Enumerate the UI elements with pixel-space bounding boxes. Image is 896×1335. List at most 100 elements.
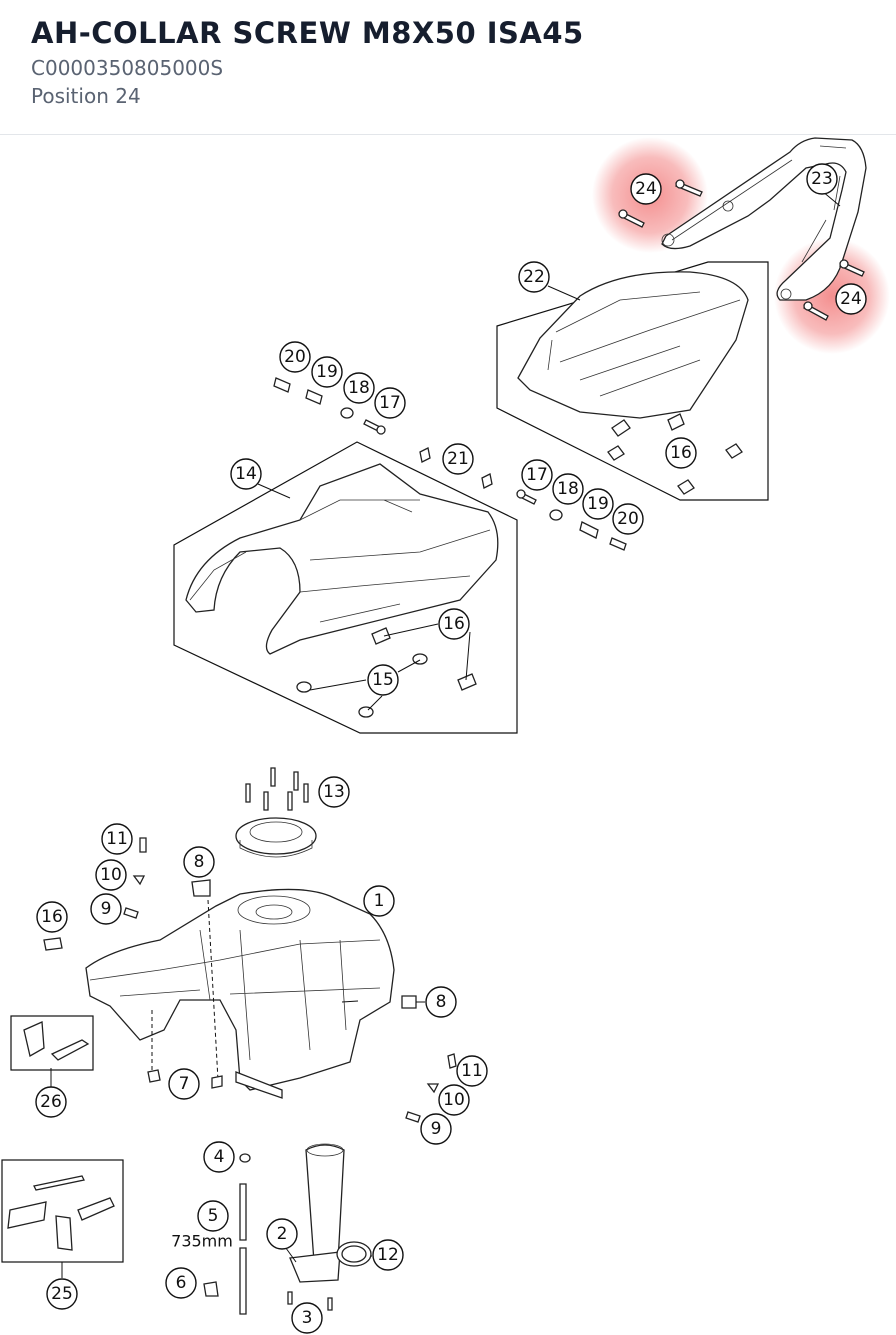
svg-text:26: 26 [40, 1092, 62, 1112]
svg-text:15: 15 [372, 670, 394, 690]
svg-text:17: 17 [526, 465, 548, 485]
callout-20a[interactable]: 20 [279, 341, 311, 373]
front-seat-frame [173, 441, 518, 734]
callout-11a[interactable]: 11 [101, 823, 133, 855]
collar-screw-group-left[interactable] [618, 179, 703, 228]
callout-26[interactable]: 26 [35, 1086, 67, 1118]
svg-text:7: 7 [179, 1074, 190, 1094]
svg-text:1: 1 [374, 891, 385, 911]
part-title: AH-COLLAR SCREW M8X50 ISA45 [31, 16, 584, 50]
svg-text:16: 16 [670, 443, 692, 463]
callout-4[interactable]: 4 [203, 1141, 235, 1173]
callout-16a[interactable]: 16 [665, 437, 697, 469]
callout-17b[interactable]: 17 [521, 459, 553, 491]
callout-23[interactable]: 23 [806, 163, 838, 195]
hose-clamp-4 [239, 1153, 251, 1163]
small-parts-left [43, 837, 211, 951]
svg-text:12: 12 [377, 1245, 399, 1265]
fuel-hose [239, 1183, 247, 1315]
callout-22[interactable]: 22 [518, 261, 550, 293]
seat-clips-rear [607, 443, 743, 495]
filler-cap[interactable] [235, 817, 317, 858]
svg-text:19: 19 [587, 494, 609, 514]
callout-5[interactable]: 5 [197, 1200, 229, 1232]
svg-text:10: 10 [100, 865, 122, 885]
callout-8a[interactable]: 8 [183, 846, 215, 878]
svg-text:9: 9 [101, 899, 112, 919]
svg-text:4: 4 [214, 1147, 225, 1167]
front-seat[interactable] [185, 447, 499, 691]
callout-9b[interactable]: 9 [420, 1113, 452, 1145]
seal-ring [336, 1241, 372, 1267]
callout-3[interactable]: 3 [291, 1302, 323, 1334]
callout-8b[interactable]: 8 [425, 986, 457, 1018]
svg-text:3: 3 [302, 1308, 313, 1328]
callout-16c[interactable]: 16 [36, 901, 68, 933]
callout-15[interactable]: 15 [367, 664, 399, 696]
callout-14[interactable]: 14 [230, 458, 262, 490]
callout-21[interactable]: 21 [442, 443, 474, 475]
part-header: AH-COLLAR SCREW M8X50 ISA45 C00003508050… [0, 0, 896, 135]
connector-6 [203, 1281, 219, 1297]
callout-6[interactable]: 6 [165, 1267, 197, 1299]
svg-text:20: 20 [284, 347, 306, 367]
pump-screws [287, 1291, 333, 1311]
svg-text:20: 20 [617, 509, 639, 529]
part-number: C0000350805000S [31, 56, 224, 80]
fuel-pump[interactable] [289, 1143, 345, 1283]
svg-text:9: 9 [431, 1119, 442, 1139]
grab-handle[interactable] [661, 137, 867, 301]
callout-19a[interactable]: 19 [311, 356, 343, 388]
callout-16b[interactable]: 16 [438, 608, 470, 640]
seat-buffers [296, 653, 428, 718]
svg-text:10: 10 [443, 1090, 465, 1110]
callout-24a[interactable]: 24 [630, 173, 662, 205]
svg-text:8: 8 [194, 852, 205, 872]
small-parts-right [405, 1053, 457, 1123]
svg-text:21: 21 [447, 449, 469, 469]
callout-17a[interactable]: 17 [374, 387, 406, 419]
callout-12[interactable]: 12 [372, 1239, 404, 1271]
callout-1[interactable]: 1 [363, 885, 395, 917]
svg-text:14: 14 [235, 464, 257, 484]
svg-text:25: 25 [51, 1284, 73, 1304]
callout-2[interactable]: 2 [266, 1218, 298, 1250]
dimension-note: 735mm [171, 1232, 233, 1251]
callout-11b[interactable]: 11 [456, 1055, 488, 1087]
clip-7b [211, 1075, 223, 1089]
bushing-set-mid [516, 489, 627, 551]
callout-10b[interactable]: 10 [438, 1084, 470, 1116]
callout-20b[interactable]: 20 [612, 503, 644, 535]
rear-seat-frame [496, 261, 769, 501]
svg-text:5: 5 [208, 1206, 219, 1226]
callout-10a[interactable]: 10 [95, 859, 127, 891]
callout-7[interactable]: 7 [168, 1068, 200, 1100]
collar-screw-group-right[interactable] [803, 259, 865, 321]
callout-13[interactable]: 13 [318, 776, 350, 808]
fuel-tank[interactable] [85, 888, 417, 1099]
svg-text:24: 24 [840, 289, 862, 309]
callout-24b[interactable]: 24 [835, 283, 867, 315]
callout-18a[interactable]: 18 [343, 372, 375, 404]
sticker-kit-25 [1, 1159, 124, 1263]
svg-text:11: 11 [461, 1061, 483, 1081]
leader-lines [50, 190, 841, 1278]
svg-text:24: 24 [635, 179, 657, 199]
rear-seat[interactable] [517, 271, 749, 437]
clip-7 [147, 1069, 161, 1083]
svg-text:22: 22 [523, 267, 545, 287]
part-position: Position 24 [31, 84, 141, 108]
callout-19b[interactable]: 19 [582, 488, 614, 520]
svg-text:18: 18 [348, 378, 370, 398]
svg-text:18: 18 [557, 479, 579, 499]
callout-25[interactable]: 25 [46, 1278, 78, 1310]
svg-text:17: 17 [379, 393, 401, 413]
svg-text:11: 11 [106, 829, 128, 849]
svg-text:13: 13 [323, 782, 345, 802]
callout-18b[interactable]: 18 [552, 473, 584, 505]
callout-9a[interactable]: 9 [90, 893, 122, 925]
svg-text:23: 23 [811, 169, 833, 189]
exploded-parts-diagram: 24 23 24 22 20 19 18 17 16 21 14 17 18 1… [1, 137, 890, 1334]
svg-text:16: 16 [443, 614, 465, 634]
svg-text:19: 19 [316, 362, 338, 382]
